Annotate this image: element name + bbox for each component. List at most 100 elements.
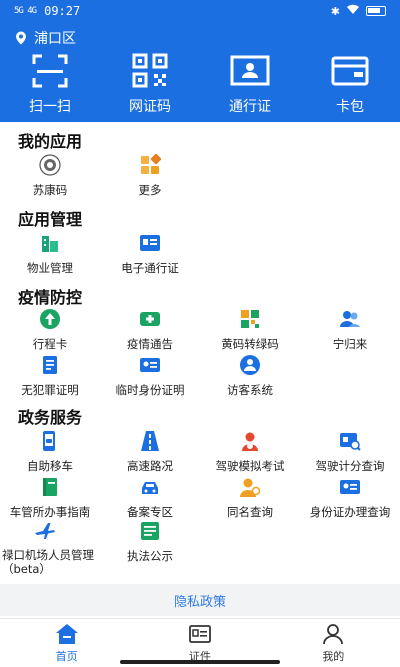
quick-actions: 扫一扫 网证码 通行证	[0, 52, 400, 118]
app-driving-points-query[interactable]: 驾驶计分查询	[304, 430, 396, 474]
app-electronic-pass[interactable]: 电子通行证	[104, 232, 196, 276]
phone-car-icon	[43, 431, 55, 451]
app-driving-points-query-label: 驾驶计分查询	[315, 459, 385, 473]
visitor-icon	[240, 355, 260, 375]
sukangma-logo-icon	[39, 154, 61, 176]
section-title-app-management: 应用管理	[18, 210, 83, 229]
location-label: 浦口区	[34, 31, 76, 47]
status-left: 5G 4G 09:27	[14, 4, 80, 18]
app-self-move-car[interactable]: 自助移车	[4, 430, 96, 474]
app-sukangma-label: 苏康码	[32, 183, 68, 197]
app-epidemic-notice-label: 疫情通告	[127, 337, 173, 351]
user-icon	[323, 623, 344, 644]
app-content: 我的应用 苏康码 更多 应用管理 物业管理 电子通行	[0, 122, 400, 582]
tab-mine[interactable]: 我的	[267, 619, 400, 667]
app-electronic-pass-label: 电子通行证	[121, 261, 179, 275]
notice-board-icon	[141, 522, 159, 540]
app-law-enforcement-notice[interactable]: 执法公示	[104, 520, 196, 564]
quick-qr-code-label: 网证码	[129, 99, 171, 115]
app-more-label: 更多	[138, 183, 162, 197]
quick-scan[interactable]: 扫一扫	[0, 52, 100, 118]
app-law-enforcement-notice-label: 执法公示	[127, 549, 173, 563]
app-id-card-progress-query[interactable]: 身份证办理查询	[304, 476, 396, 520]
app-temporary-id[interactable]: 临时身份证明	[104, 354, 196, 398]
quick-pass[interactable]: 通行证	[200, 52, 300, 118]
wifi-icon	[346, 4, 360, 18]
tab-mine-label: 我的	[322, 649, 345, 663]
status-time: 09:27	[44, 4, 81, 18]
app-driving-simulation-exam-label: 驾驶模拟考试	[215, 459, 285, 473]
app-visitor-system-label: 访客系统	[227, 383, 273, 397]
app-ninggui[interactable]: 宁归来	[304, 308, 396, 352]
section-title-government: 政务服务	[18, 408, 83, 427]
app-no-crime-certificate-label: 无犯罪证明	[21, 383, 79, 397]
app-temporary-id-label: 临时身份证明	[115, 383, 185, 397]
bluetooth-icon: ✱	[330, 4, 340, 18]
app-sukangma[interactable]: 苏康码	[4, 154, 96, 198]
more-apps-icon	[141, 154, 161, 174]
app-epidemic-notice[interactable]: 疫情通告	[104, 308, 196, 352]
app-property-management[interactable]: 物业管理	[4, 232, 96, 276]
privacy-policy-link[interactable]: 隐私政策	[0, 584, 400, 616]
status-bar: 5G 4G 09:27 ✱	[0, 0, 400, 22]
users-icon	[340, 311, 360, 327]
certificate-icon	[189, 624, 211, 643]
app-vehicle-office-guide[interactable]: 车管所办事指南	[4, 476, 96, 520]
section-title-my-apps: 我的应用	[18, 132, 83, 151]
app-more[interactable]: 更多	[104, 154, 196, 198]
home-icon	[55, 623, 78, 644]
document-icon	[43, 356, 57, 374]
location-selector[interactable]: 浦口区	[14, 28, 76, 48]
signal-indicator: 5G 4G	[14, 6, 37, 16]
app-filing-zone-label: 备案专区	[127, 505, 173, 519]
tab-certificates[interactable]: 证件	[133, 619, 266, 667]
app-no-crime-certificate[interactable]: 无犯罪证明	[4, 354, 96, 398]
app-driving-simulation-exam[interactable]: 驾驶模拟考试	[204, 430, 296, 474]
app-lukou-airport-staff[interactable]: 禄口机场人员管理（beta）	[0, 520, 102, 576]
app-yellow-to-green[interactable]: 黄码转绿码	[204, 308, 296, 352]
battery-icon	[366, 6, 386, 16]
app-id-card-progress-query-label: 身份证办理查询	[309, 505, 391, 519]
app-highway-traffic-label: 高速路况	[127, 459, 173, 473]
quick-qr-code[interactable]: 网证码	[100, 52, 200, 118]
id-card-icon	[230, 55, 270, 86]
app-same-name-query-label: 同名查询	[227, 505, 273, 519]
app-ninggui-label: 宁归来	[332, 337, 368, 351]
tab-home-label: 首页	[55, 649, 78, 663]
header: 浦口区 扫一扫 网证码	[0, 22, 400, 122]
bottom-tab-bar: 首页 证件 我的	[0, 618, 400, 667]
wallet-icon	[331, 56, 369, 86]
qr-code-icon	[132, 53, 168, 88]
tab-certificates-label: 证件	[188, 649, 211, 663]
building-icon	[42, 236, 58, 252]
app-lukou-airport-staff-label: 禄口机场人员管理（beta）	[2, 548, 94, 576]
airplane-icon	[35, 523, 55, 539]
app-self-move-car-label: 自助移车	[27, 459, 73, 473]
app-yellow-to-green-label: 黄码转绿码	[221, 337, 279, 351]
license-search-icon	[340, 433, 361, 451]
temp-id-card-icon	[140, 358, 160, 372]
driver-icon	[242, 432, 258, 451]
quick-scan-label: 扫一扫	[29, 99, 71, 115]
app-travel-card-label: 行程卡	[32, 337, 68, 351]
app-vehicle-office-guide-label: 车管所办事指南	[9, 505, 91, 519]
quick-pass-label: 通行证	[229, 99, 271, 115]
tab-home[interactable]: 首页	[0, 619, 133, 667]
status-right: ✱	[331, 4, 386, 18]
arrow-up-circle-icon	[40, 309, 60, 329]
app-travel-card[interactable]: 行程卡	[4, 308, 96, 352]
app-property-management-label: 物业管理	[27, 261, 73, 275]
car-icon	[142, 482, 158, 494]
app-same-name-query[interactable]: 同名查询	[204, 476, 296, 520]
pass-card-icon	[140, 235, 160, 251]
color-qr-icon	[241, 310, 259, 328]
person-search-icon	[240, 478, 261, 497]
app-visitor-system[interactable]: 访客系统	[204, 354, 296, 398]
app-filing-zone[interactable]: 备案专区	[104, 476, 196, 520]
home-indicator	[120, 660, 280, 664]
id-card-query-icon	[340, 480, 360, 494]
quick-wallet[interactable]: 卡包	[300, 52, 400, 118]
medical-cross-icon	[140, 312, 160, 326]
book-icon	[43, 478, 57, 496]
app-highway-traffic[interactable]: 高速路况	[104, 430, 196, 474]
